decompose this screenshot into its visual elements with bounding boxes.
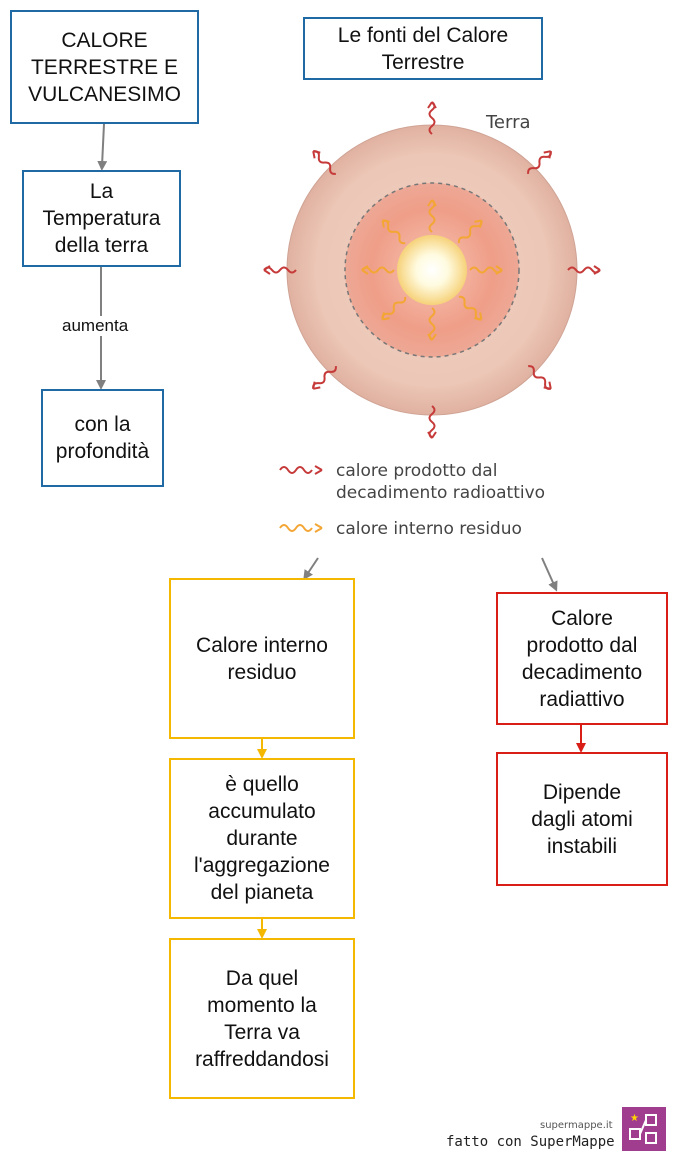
node-accumulated[interactable]: è quello accumulato durante l'aggregazio…: [169, 758, 355, 919]
legend-swatches: [279, 465, 323, 533]
supermappe-logo-icon: ★: [629, 1113, 657, 1144]
node-depth[interactable]: con la profondità: [41, 389, 164, 487]
node-radioactive-heat[interactable]: Calore prodotto dal decadimento radiatti…: [496, 592, 668, 725]
arrow-legend-to-residual: [303, 557, 319, 581]
radioactive-heat-arrows: [263, 101, 601, 439]
legend-residual-wave: [279, 523, 323, 533]
earth-core: [397, 235, 467, 305]
node-cooling[interactable]: Da quel momento la Terra va raffreddando…: [169, 938, 355, 1099]
legend-radioactive-label: calore prodotto dal decadimento radioatt…: [336, 461, 546, 503]
legend-residual-label: calore interno residuo: [336, 519, 522, 539]
node-heat-sources[interactable]: Le fonti del Calore Terrestre: [303, 17, 543, 80]
node-title[interactable]: CALORE TERRESTRE E VULCANESIMO: [10, 10, 199, 124]
arrow-title-to-temperature: [97, 123, 108, 171]
arrow-legend-to-radioactive: [541, 557, 558, 592]
residual-heat-arrows: [361, 199, 503, 341]
svg-text:★: ★: [630, 1113, 639, 1124]
earth-label: Terra: [485, 112, 531, 133]
node-residual-heat[interactable]: Calore interno residuo: [169, 578, 355, 739]
node-temperature[interactable]: La Temperatura della terra: [22, 170, 181, 267]
footer-made-with[interactable]: fatto con SuperMappe: [446, 1134, 615, 1150]
connector-label-increases: aumenta: [60, 316, 131, 336]
earth-heat-figure: Terra: [263, 101, 601, 439]
supermappe-logo[interactable]: ★: [622, 1107, 666, 1151]
legend-radioactive-wave: [279, 465, 323, 475]
footer-site[interactable]: supermappe.it: [540, 1120, 613, 1131]
node-unstable-atoms[interactable]: Dipende dagli atomi instabili: [496, 752, 668, 886]
